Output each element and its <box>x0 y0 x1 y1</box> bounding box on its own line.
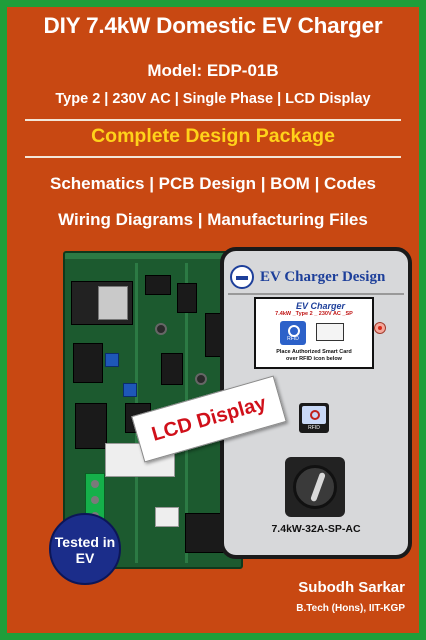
esp32-module <box>71 281 133 325</box>
spec-line: Type 2 | 230V AC | Single Phase | LCD Di… <box>55 91 371 107</box>
lcd-message-line-2: over RFID icon below <box>286 355 342 362</box>
book-cover: DIY 7.4kW Domestic EV Charger Model: EDP… <box>7 7 419 633</box>
smart-card-icon <box>316 323 344 341</box>
enclosure-brand: EV Charger Design <box>260 269 386 285</box>
divider-bottom <box>25 156 401 158</box>
lcd-brand: EV Charger <box>296 301 346 311</box>
enclosure-model-code: 7.4kW-32A-SP-AC <box>271 523 361 535</box>
ev-plug-icon <box>230 265 254 289</box>
author-credential: B.Tech (Hons), IIT-KGP <box>296 603 405 614</box>
lcd-screen: EV Charger 7.4kW _Type 2 _ 230V AC _SP R… <box>254 297 374 369</box>
lcd-rfid-label: RFID <box>287 336 299 342</box>
tested-in-ev-badge: Tested in EV <box>49 513 121 585</box>
rfid-wave-icon <box>302 406 326 424</box>
contents-line-2: Wiring Diagrams | Manufacturing Files <box>58 210 368 229</box>
contents-line-1: Schematics | PCB Design | BOM | Codes <box>49 174 376 193</box>
tested-line-2: EV <box>75 550 95 566</box>
lcd-message: Place Authorized Smart Card over RFID ic… <box>256 349 372 362</box>
rfid-pad-label: RFID <box>308 425 320 431</box>
lcd-model-line: 7.4kW _Type 2 _ 230V AC _SP <box>275 311 353 317</box>
cover-title: DIY 7.4kW Domestic EV Charger <box>43 13 383 38</box>
divider-top <box>25 119 401 121</box>
enclosure-divider <box>228 293 404 295</box>
lcd-message-line-1: Place Authorized Smart Card <box>276 349 352 355</box>
type2-socket-icon <box>285 457 345 517</box>
author-name: Subodh Sarkar <box>298 579 405 596</box>
package-headline: Complete Design Package <box>91 125 335 147</box>
model-number: Model: EDP-01B <box>147 61 279 80</box>
rfid-reader: RFID <box>299 403 329 433</box>
tested-line-1: Tested in <box>54 534 116 550</box>
rfid-icon: RFID <box>280 321 306 345</box>
status-led-icon <box>374 322 386 334</box>
